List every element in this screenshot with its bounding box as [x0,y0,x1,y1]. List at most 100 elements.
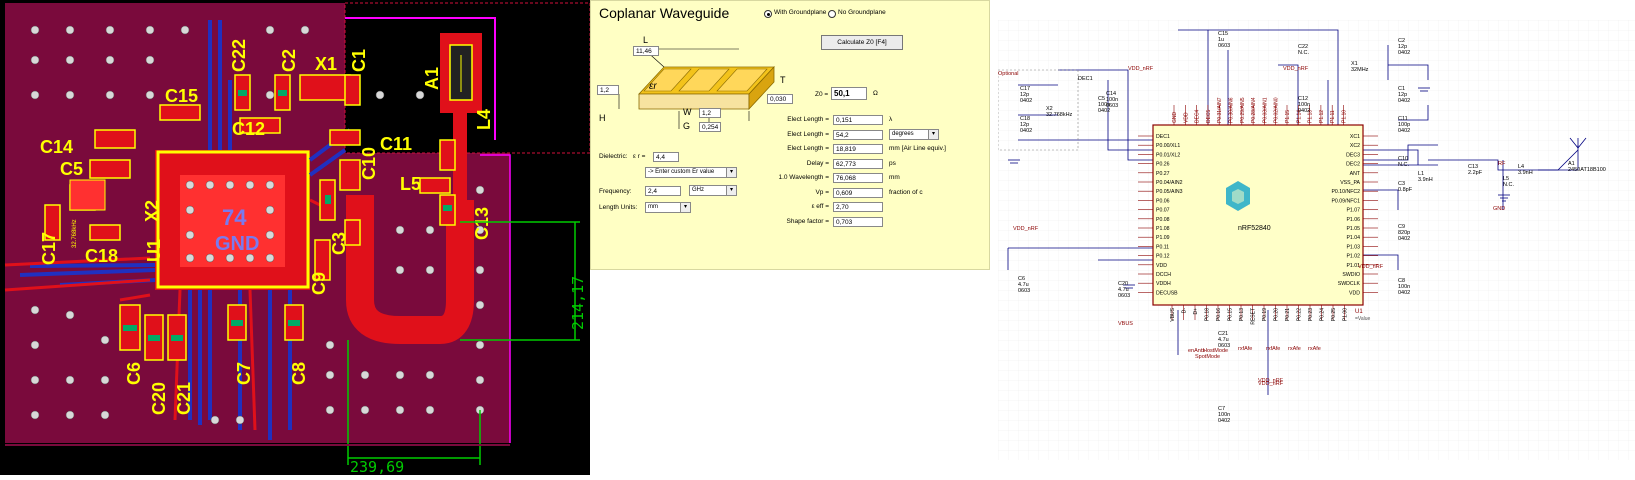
pin-label-left: P0.04/AIN2 [1156,180,1183,186]
pin-label-top: P1.15 [1285,110,1291,123]
pcb-label-c7: C7 [234,362,254,385]
net-label: RF [1498,161,1506,167]
component-ref: A1 [1568,161,1575,167]
angle-unit-select[interactable]: degrees▾ [889,128,939,140]
frequency-input[interactable]: 2,4 [645,186,681,196]
no-groundplane-radio[interactable] [828,10,836,18]
pin-label-top: P1.14 [1296,110,1302,123]
result-label: 1.0 Wavelength = [778,174,829,181]
diagram-w-value[interactable]: 1,2 [699,108,721,118]
pin-label-right: P1.07 [1346,208,1360,214]
component-ref: C9 [1398,224,1405,230]
component-value: 3.9nH [1418,177,1433,183]
pin-label-left: DEC1 [1156,134,1170,140]
diagram-h-label: H [599,113,606,123]
component-ref: L5 [1503,176,1509,182]
length-units-value: mm [648,204,658,210]
component-value: N.C. [1298,50,1309,56]
component-package: 0402 [1020,98,1032,104]
diagram-t-label: T [780,75,786,85]
angle-unit-value: degrees [892,130,914,137]
z0-label: Z0 = [815,91,829,98]
pin-label-bottom: P0.19 [1262,308,1268,321]
pcb-label-c14: C14 [40,137,73,157]
bottom-net-label: SpotMode [1195,354,1220,360]
chevron-down-icon: ▾ [726,186,736,195]
er-input[interactable]: 4,4 [653,152,679,162]
component-package: 0402 [1298,108,1310,114]
component-ref: C11 [1398,116,1408,122]
component-value: N.C. [1503,182,1514,188]
component-value: N.C. [1398,162,1409,168]
result-label: Delay = [806,159,829,167]
pcb-label-c10: C10 [359,147,379,180]
pin-label-right: P1.02 [1346,254,1360,260]
pin-label-right: DEC3 [1346,152,1360,158]
pcb-label-c1: C1 [349,49,369,72]
no-groundplane-label: No Groundplane [838,9,886,16]
coplanar-waveguide-calculator: Coplanar Waveguide With Groundplane No G… [590,0,990,270]
component-ref: C8 [1398,278,1405,284]
component-value: 100n [1106,97,1118,103]
pin-label-bottom: P0.13 [1239,308,1245,321]
component-package: 0402 [1398,128,1410,134]
pin-label-right: ANT [1350,171,1361,177]
component-ref: C14 [1106,91,1116,97]
dielectric-select-value: -> Enter custom Er value [648,169,715,175]
pin-label-left: P0.01/XL2 [1156,152,1180,158]
net-label: Optional [998,71,1019,77]
component-package: 0402 [1398,98,1410,104]
net-label: VDD_nRF [1358,264,1384,270]
frequency-unit-select[interactable]: GHz ▾ [689,185,737,196]
length-units-select[interactable]: mm▾ [645,202,691,213]
component-ref: C10 [1398,156,1408,162]
result-unit: fraction of c [889,188,923,196]
result-label: Elect Length = [787,130,829,138]
diagram-t-value[interactable]: 0,030 [767,94,793,104]
pcb-label-x2: X2 [142,200,162,222]
pin-label-bottom: P0.21 [1285,308,1291,321]
result-label: ε eff = [811,203,829,210]
diagram-l-value[interactable]: 11,46 [633,46,659,56]
component-package: 0603 [1106,103,1118,109]
net-label: VDD_nRF [1283,66,1309,72]
pin-label-right: P1.05 [1346,226,1360,232]
pin-label-top: DEC4 [1195,109,1201,123]
x2-part-label: 32.768kHz [72,219,78,248]
component-package: 0603 [1118,293,1130,299]
pin-label-right: VSS_PA [1340,180,1360,186]
pin-label-right: P1.06 [1346,217,1360,223]
pin-label-top: P1.13 [1308,110,1314,123]
dielectric-label: Dielectric: [599,153,628,160]
component-ref: C5 [1098,96,1105,102]
pcb-label-x1: X1 [315,54,337,74]
component-value: 12p [1398,92,1407,98]
pin-label-left: VDDH [1156,281,1171,287]
pcb-label-a1: A1 [422,67,442,90]
pin-label-left: P0.27 [1156,171,1170,177]
diagram-h-value[interactable]: 1,2 [597,85,619,95]
component-value: 4.7u [1018,282,1029,288]
component-package: 0402 [1020,128,1032,134]
result-unit: λ [889,116,893,123]
pin-label-bottom: P0.18 [1205,308,1211,321]
pin-label-bottom: P0.23 [1308,308,1314,321]
pin-label-right: P0.09/NFC1 [1331,198,1360,204]
component-ref: C22 [1298,44,1308,50]
pin-label-right: XC2 [1350,143,1360,149]
dielectric-select[interactable]: -> Enter custom Er value▾ [645,167,737,178]
component-value: 4.7u [1118,287,1129,293]
pcb-label-c13: C13 [472,207,492,240]
pcb-layout-view[interactable]: 32.768kHz C22 C2 X1 C1 A1 C15 C12 C11 L4… [0,0,590,475]
with-groundplane-radio[interactable] [764,10,772,18]
frequency-unit-value: GHz [692,187,704,193]
calculate-z0-button[interactable]: Calculate Z0 [F4] [821,35,903,50]
component-ref: C20 [1118,281,1128,287]
pcb-label-c8: C8 [289,362,309,385]
pin-label-top: P0.28/AIN4 [1251,97,1257,123]
component-package: 0603 [1018,288,1030,294]
pin-label-bottom: P0.20 [1274,308,1280,321]
net-label: VDD_nRF [1258,378,1284,384]
diagram-g-value[interactable]: 0,254 [699,122,721,132]
